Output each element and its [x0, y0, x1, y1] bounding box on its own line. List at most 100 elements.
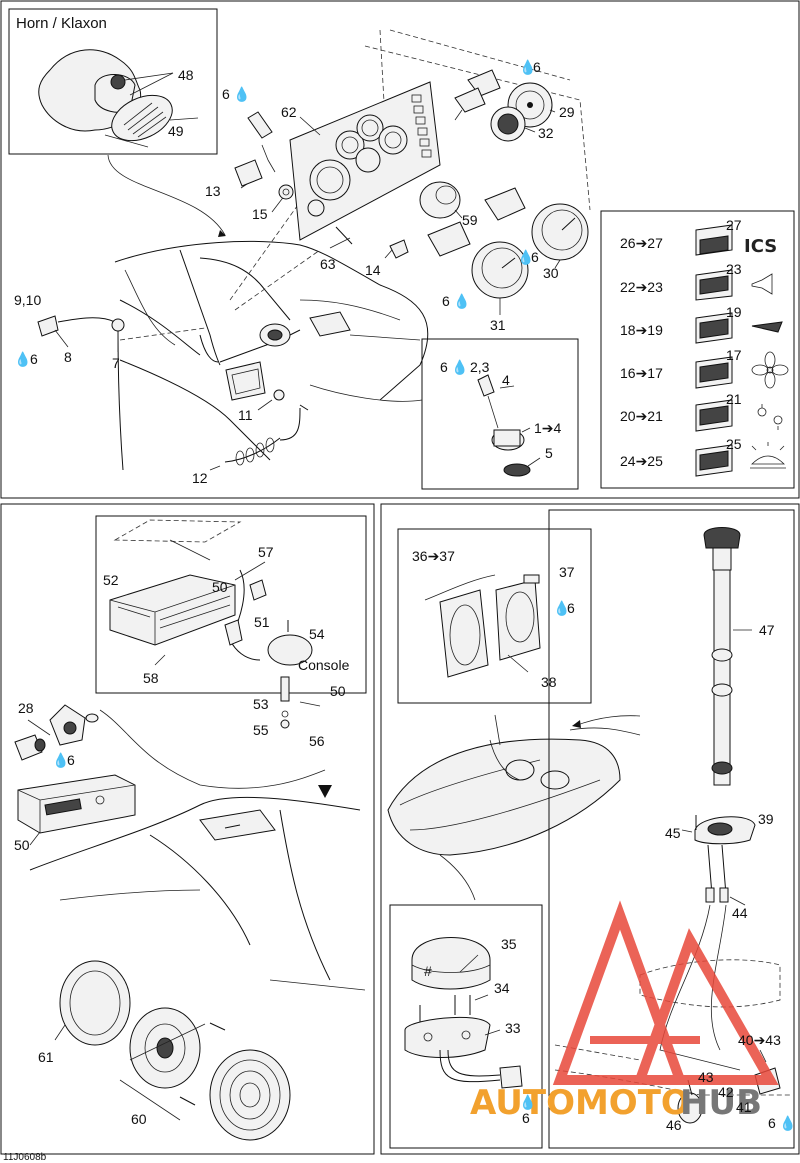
console-scene — [29, 796, 366, 991]
horn-grille — [111, 94, 173, 142]
callout-5: 5 — [545, 445, 553, 461]
drop-icon: 💧 — [517, 249, 534, 266]
part-11 — [273, 389, 285, 401]
callout-13: 13 — [205, 183, 221, 199]
callout-63: 63 — [320, 256, 336, 272]
gauge-panel — [289, 81, 441, 241]
part-6-connector — [247, 111, 273, 139]
callout-46: 46 — [666, 1117, 682, 1133]
gauge-32 — [490, 106, 526, 142]
callout-labels: 6 💧 62 13 15 63 14 9,10 8 💧 6 7 11 12 💧 … — [3, 59, 796, 1163]
callout-6i: 6 — [522, 1110, 530, 1126]
part-8-wire — [57, 317, 116, 323]
part-14 — [389, 239, 409, 259]
callout-24-25: 24➔25 — [620, 453, 663, 469]
callout-38: 38 — [541, 674, 557, 690]
callout-34: 34 — [494, 980, 510, 996]
part-9-connector — [37, 315, 59, 337]
drop-icon: 💧 — [451, 359, 468, 376]
drop-icon: 💧 — [519, 59, 536, 76]
switch-panel: ICS — [600, 210, 795, 489]
callout-42: 42 — [718, 1084, 734, 1100]
callout-49: 49 — [168, 123, 184, 139]
drop-icon: 💧 — [14, 351, 31, 368]
callout-6f: 6 — [440, 359, 448, 375]
callout-19: 19 — [726, 304, 742, 320]
top-panel-frame — [0, 0, 800, 499]
callout-7: 7 — [112, 355, 120, 371]
part-13 — [234, 159, 263, 187]
callout-2-3: 2,3 — [470, 359, 490, 375]
watermark-text-hub: HUB — [680, 1083, 762, 1123]
courtesy-light-icon — [750, 442, 786, 469]
callout-61: 61 — [38, 1049, 54, 1065]
callout-55: 55 — [253, 722, 269, 738]
callout-17: 17 — [726, 347, 742, 363]
bilge-icon — [751, 321, 783, 333]
courtesy-light-inset: # — [389, 904, 543, 1149]
callout-62: 62 — [281, 104, 297, 120]
callout-36-37: 36➔37 — [412, 548, 455, 564]
callout-41: 41 — [736, 1099, 752, 1115]
callout-15: 15 — [252, 206, 268, 222]
callout-25: 25 — [726, 436, 742, 452]
horn-inset: Horn / Klaxon 48 49 — [8, 8, 218, 155]
callout-58: 58 — [143, 670, 159, 686]
callout-14: 14 — [365, 262, 381, 278]
callout-40-43: 40➔43 — [738, 1032, 781, 1048]
gauge-31 — [427, 221, 529, 299]
callout-6a: 6 — [222, 86, 230, 102]
ics-icon: ICS — [744, 236, 777, 257]
callout-23: 23 — [726, 261, 742, 277]
callout-6g: 6 — [67, 752, 75, 768]
callout-28: 28 — [18, 700, 34, 716]
callout-30: 30 — [543, 265, 559, 281]
callout-16-17: 16➔17 — [620, 365, 663, 381]
horn-icon — [751, 273, 773, 295]
callout-35: 35 — [501, 936, 517, 952]
horn-terminal — [110, 74, 126, 90]
navigation-light-icon — [757, 404, 783, 430]
callout-43: 43 — [698, 1069, 714, 1085]
callout-21: 21 — [726, 391, 742, 407]
callout-50a: 50 — [212, 579, 228, 595]
callout-32: 32 — [538, 125, 554, 141]
part-63-screw — [335, 226, 353, 245]
gauge-brackets-top — [454, 69, 501, 121]
sensor-inset — [421, 338, 579, 490]
drop-icon: 💧 — [519, 1094, 536, 1111]
bottom-left-panel-frame — [0, 503, 375, 1155]
boat-illustration — [387, 714, 641, 901]
callout-37: 37 — [559, 564, 575, 580]
callout-47: 47 — [759, 622, 775, 638]
callout-6d: 6 — [531, 249, 539, 265]
diagram-code: 11J0608b — [3, 1152, 47, 1163]
callout-53: 53 — [253, 696, 269, 712]
callout-1-4: 1➔4 — [534, 420, 562, 436]
callout-4: 4 — [502, 372, 510, 388]
callout-6b: 6 — [30, 351, 38, 367]
callout-52: 52 — [103, 572, 119, 588]
drop-icon: 💧 — [233, 86, 250, 103]
callout-45: 45 — [665, 825, 681, 841]
drop-icon: 💧 — [453, 293, 470, 310]
dashboard-scene — [114, 240, 429, 471]
callout-6h: 6 — [567, 600, 575, 616]
callout-31: 31 — [490, 317, 506, 333]
callout-20-21: 20➔21 — [620, 408, 663, 424]
callout-60: 60 — [131, 1111, 147, 1127]
callout-44: 44 — [732, 905, 748, 921]
drop-icon: 💧 — [52, 752, 69, 769]
drop-icon: 💧 — [779, 1115, 796, 1132]
lighter-socket-28 — [14, 704, 99, 761]
part-12-cable — [224, 437, 281, 463]
part-15-washer — [278, 184, 294, 200]
radio-inset — [95, 515, 367, 729]
gauge-59 — [419, 181, 461, 219]
fan-icon — [751, 351, 789, 389]
watermark-text-automoto: AUTOMOTO — [470, 1083, 690, 1123]
callout-56: 56 — [309, 733, 325, 749]
callout-26-27: 26➔27 — [620, 235, 663, 251]
callout-29: 29 — [559, 104, 575, 120]
